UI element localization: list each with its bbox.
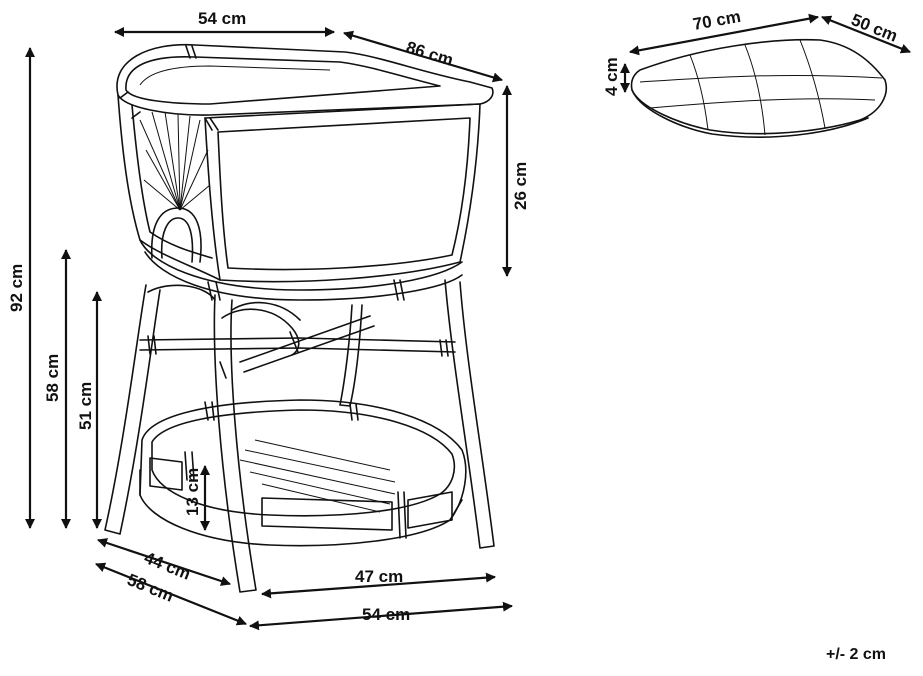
tolerance-note: +/- 2 cm [825,646,886,663]
dim-base-width-inner: 47 cm [355,567,403,586]
dim-top-depth: 86 cm [404,38,456,70]
dim-height-58: 58 cm [43,354,62,402]
dim-cushion-width: 70 cm [691,7,742,34]
dim-base-width-outer: 54 cm [362,605,410,624]
dim-cushion-thickness: 4 cm [602,57,621,96]
dim-height-51: 51 cm [76,382,95,430]
dim-basket-height: 26 cm [511,162,530,210]
dimension-lines [25,13,911,631]
cushion-illustration [630,38,887,138]
dim-total-height: 92 cm [7,264,26,312]
dim-top-width: 54 cm [198,9,246,28]
dim-shelf-height: 13 cm [183,468,202,516]
bassinet-illustration [104,43,495,593]
dim-cushion-depth: 50 cm [849,10,901,46]
